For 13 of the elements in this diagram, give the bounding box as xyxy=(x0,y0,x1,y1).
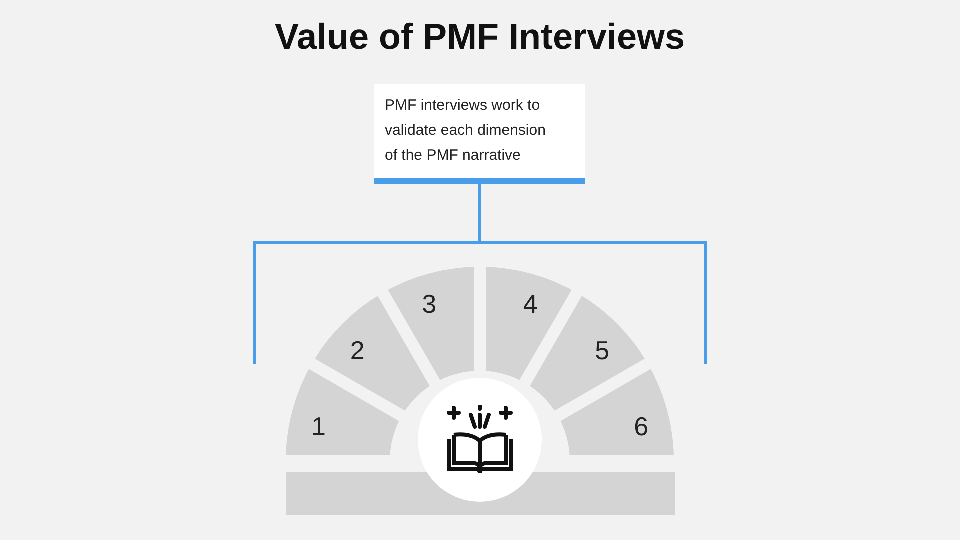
segment-number: 1 xyxy=(311,411,326,442)
fan-segment xyxy=(286,369,400,455)
segment-number: 5 xyxy=(595,335,610,366)
segment-number: 2 xyxy=(350,335,365,366)
title: Value of PMF Interviews xyxy=(274,16,686,58)
segment-number: 3 xyxy=(422,289,437,319)
fan-segment xyxy=(486,267,572,380)
text-box xyxy=(374,84,585,184)
fan-segment xyxy=(560,369,674,455)
description-text: PMF interviews work to validate each dimension of the PMF narrative xyxy=(385,97,546,164)
segment-number: 6 xyxy=(634,411,649,442)
segment-number: 4 xyxy=(523,289,538,319)
fan-segment xyxy=(388,267,474,380)
